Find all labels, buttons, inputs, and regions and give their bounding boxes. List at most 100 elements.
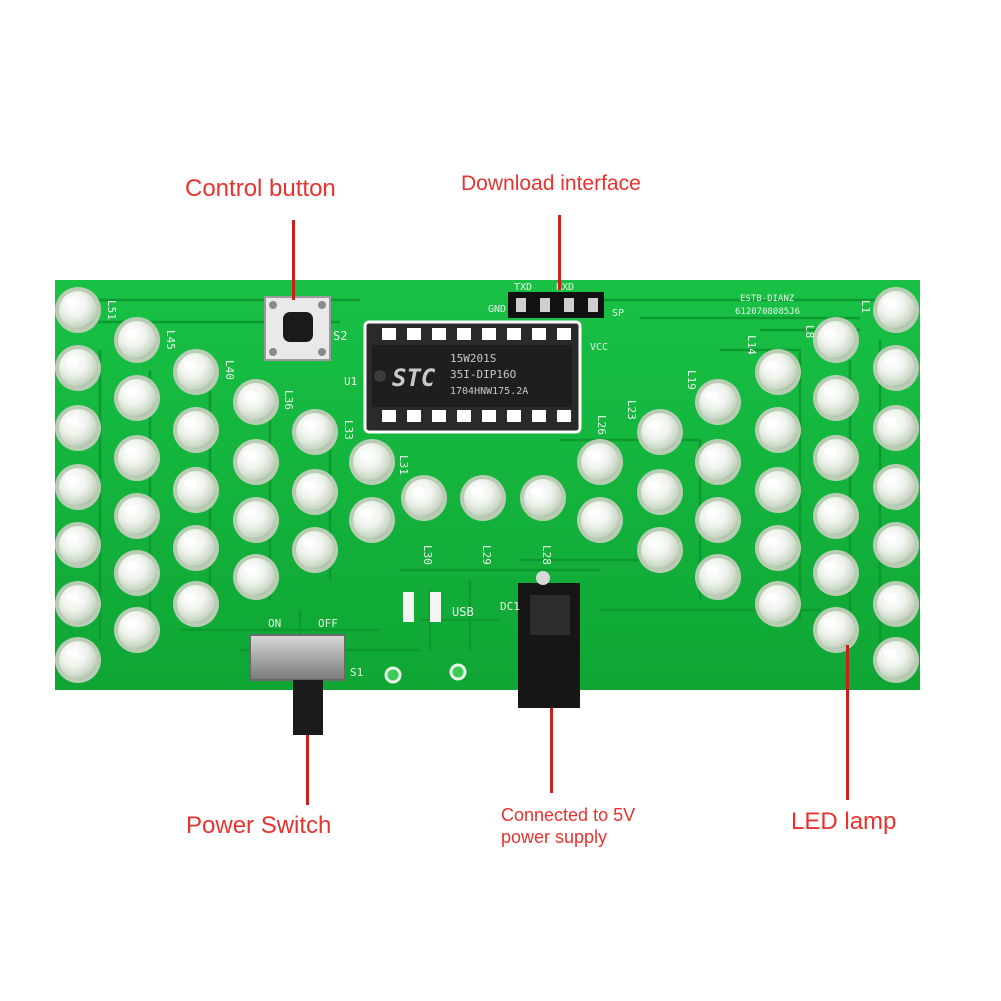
led-ref-label: L28 [540,545,553,565]
led-ref-label: L23 [625,400,638,420]
mcu-chip: STC 15W201S 35I-DIP16O 1704HNW175.2A U1 [344,320,582,434]
led-lamp [233,379,279,425]
led-lamp [873,287,919,333]
chip-line-1: 15W201S [450,352,496,365]
led-lamp [173,525,219,571]
led-lamp [55,345,101,391]
led-ref-label: L31 [397,455,410,475]
led-lamp [173,407,219,453]
callout-power-supply-line2: power supply [501,827,608,847]
led-lamp [637,527,683,573]
leader-line-download-interface [558,215,561,290]
led-lamp [813,493,859,539]
led-lamp [114,607,160,653]
led-lamp [695,379,741,425]
leader-line-control-button [292,220,295,300]
led-lamp [114,493,160,539]
led-lamp [755,467,801,513]
leader-line-power-switch [306,735,309,805]
led-lamp [460,475,506,521]
usb-pads: USB [384,592,474,684]
led-lamp [55,637,101,683]
chip-brand: STC [392,364,436,392]
chip-line-2: 35I-DIP16O [450,368,516,381]
led-lamp [55,405,101,451]
switch-ref: S1 [350,666,363,679]
led-lamp [292,527,338,573]
led-lamp [233,554,279,600]
led-lamp [695,439,741,485]
board-id: ESTB-DIANZ [740,294,795,304]
leader-line-led-lamp [846,645,849,800]
led-ref-label: L30 [421,545,434,565]
led-lamp [114,317,160,363]
led-ref-label: L1 [859,300,872,313]
power-switch[interactable]: ON OFF S1 [249,617,363,735]
led-ref-label: L45 [164,330,177,350]
control-button[interactable]: S2 [264,296,347,361]
led-lamp [55,522,101,568]
download-header[interactable]: GND TXD RXD VCC SP [488,282,624,353]
header-txd-label: TXD [514,282,532,293]
led-lamp [55,287,101,333]
led-lamp [292,469,338,515]
led-lamp [55,581,101,627]
led-lamp [755,349,801,395]
callout-control-button: Control button [185,175,336,202]
chip-ref: U1 [344,375,357,388]
led-lamp [755,581,801,627]
led-lamp [813,607,859,653]
led-ref-label: L19 [685,370,698,390]
led-lamp [173,581,219,627]
chip-line-3: 1704HNW175.2A [450,386,528,397]
switch-off-label: OFF [318,617,338,630]
led-ref-label: L14 [745,335,758,355]
led-lamp [637,409,683,455]
led-lamp [401,475,447,521]
led-lamp [873,637,919,683]
led-ref-label: L26 [595,415,608,435]
callout-download-interface: Download interface [461,172,641,195]
leader-line-power-supply [550,708,553,793]
dc-power-jack[interactable]: DC1 [500,571,580,708]
led-lamp [114,375,160,421]
callout-power-supply-line1: Connected to 5V [501,805,636,825]
led-lamp [813,550,859,596]
callout-led-lamp: LED lamp [791,808,897,835]
led-lamp [114,550,160,596]
led-lamp [349,497,395,543]
led-lamp [813,317,859,363]
button-ref: S2 [333,329,347,343]
led-lamp [695,554,741,600]
board-code: 6120708085J6 [735,307,800,317]
led-lamp [813,435,859,481]
led-lamp [637,469,683,515]
usb-label: USB [452,605,474,619]
led-lamp [233,439,279,485]
dc-ref: DC1 [500,600,520,613]
led-lamp [695,497,741,543]
led-lamp [873,522,919,568]
led-lamp [173,349,219,395]
led-lamp [520,475,566,521]
led-lamp [755,407,801,453]
led-ref-label: L36 [282,390,295,410]
header-sp-label: SP [612,308,624,319]
led-lamp [349,439,395,485]
switch-on-label: ON [268,617,281,630]
led-lamp [233,497,279,543]
led-array [55,287,919,683]
led-lamp [55,464,101,510]
led-ref-label: L33 [342,420,355,440]
led-lamp [873,405,919,451]
led-lamp [114,435,160,481]
led-lamp [813,375,859,421]
led-lamp [577,497,623,543]
header-rxd-label: RXD [556,282,574,293]
led-ref-label: L40 [223,360,236,380]
led-ref-label: L29 [480,545,493,565]
callout-power-switch: Power Switch [186,812,332,839]
